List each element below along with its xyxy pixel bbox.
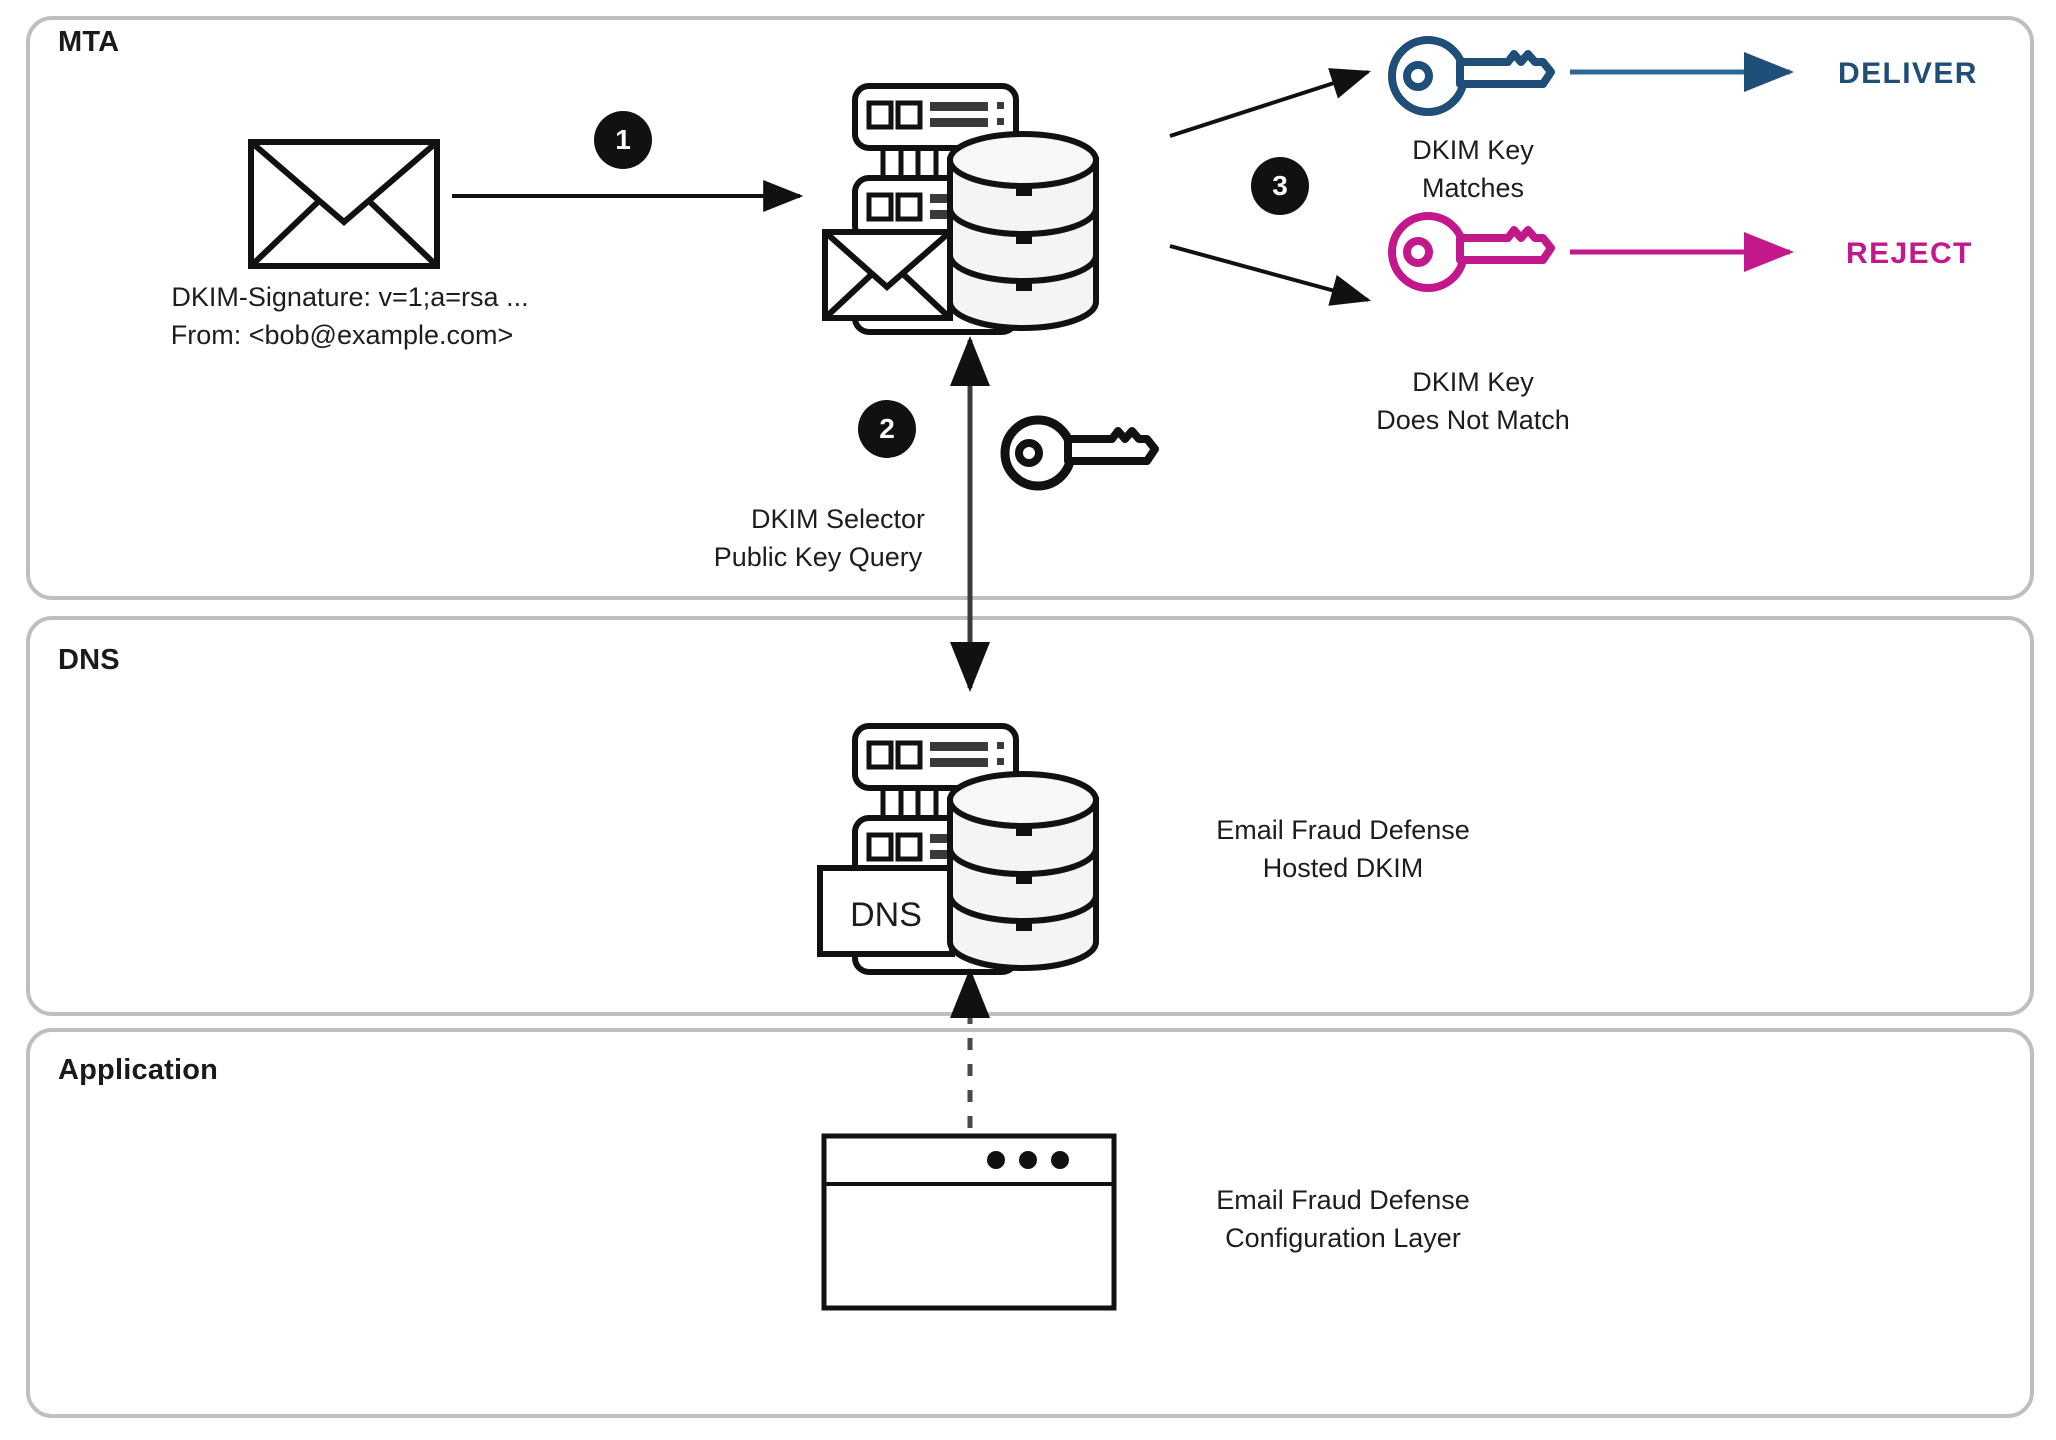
- step-badge-3: 3: [1251, 157, 1309, 215]
- dns-caption-line2: Hosted DKIM: [1262, 853, 1424, 883]
- verdict-reject: REJECT: [1846, 237, 1973, 270]
- outcome-match-caption-line1: DKIM Key: [1412, 135, 1534, 165]
- application-caption-line2: Configuration Layer: [1225, 1223, 1461, 1253]
- panel-application: [26, 1028, 2034, 1418]
- query-caption-line1: DKIM Selector: [750, 504, 926, 534]
- step-badge-1: 1: [594, 111, 652, 169]
- dns-caption-line1: Email Fraud Defense: [1216, 815, 1470, 845]
- panel-title-application: Application: [58, 1054, 219, 1086]
- panel-title-mta: MTA: [58, 26, 120, 58]
- dns-box-label: DNS: [850, 896, 922, 934]
- outcome-nomatch-caption-line2: Does Not Match: [1376, 405, 1570, 435]
- panel-dns: [26, 616, 2034, 1016]
- step-badge-2: 2: [858, 400, 916, 458]
- outcome-nomatch-caption-line1: DKIM Key: [1412, 367, 1534, 397]
- inbound-message-caption-line2: From: <bob@example.com>: [170, 320, 514, 350]
- query-caption-line2: Public Key Query: [713, 542, 923, 572]
- inbound-message-caption-line1: DKIM-Signature: v=1;a=rsa ...: [171, 282, 529, 312]
- panel-title-dns: DNS: [58, 644, 120, 676]
- verdict-deliver: DELIVER: [1838, 57, 1978, 90]
- application-caption-line1: Email Fraud Defense: [1216, 1185, 1470, 1215]
- outcome-match-caption-line2: Matches: [1421, 173, 1525, 203]
